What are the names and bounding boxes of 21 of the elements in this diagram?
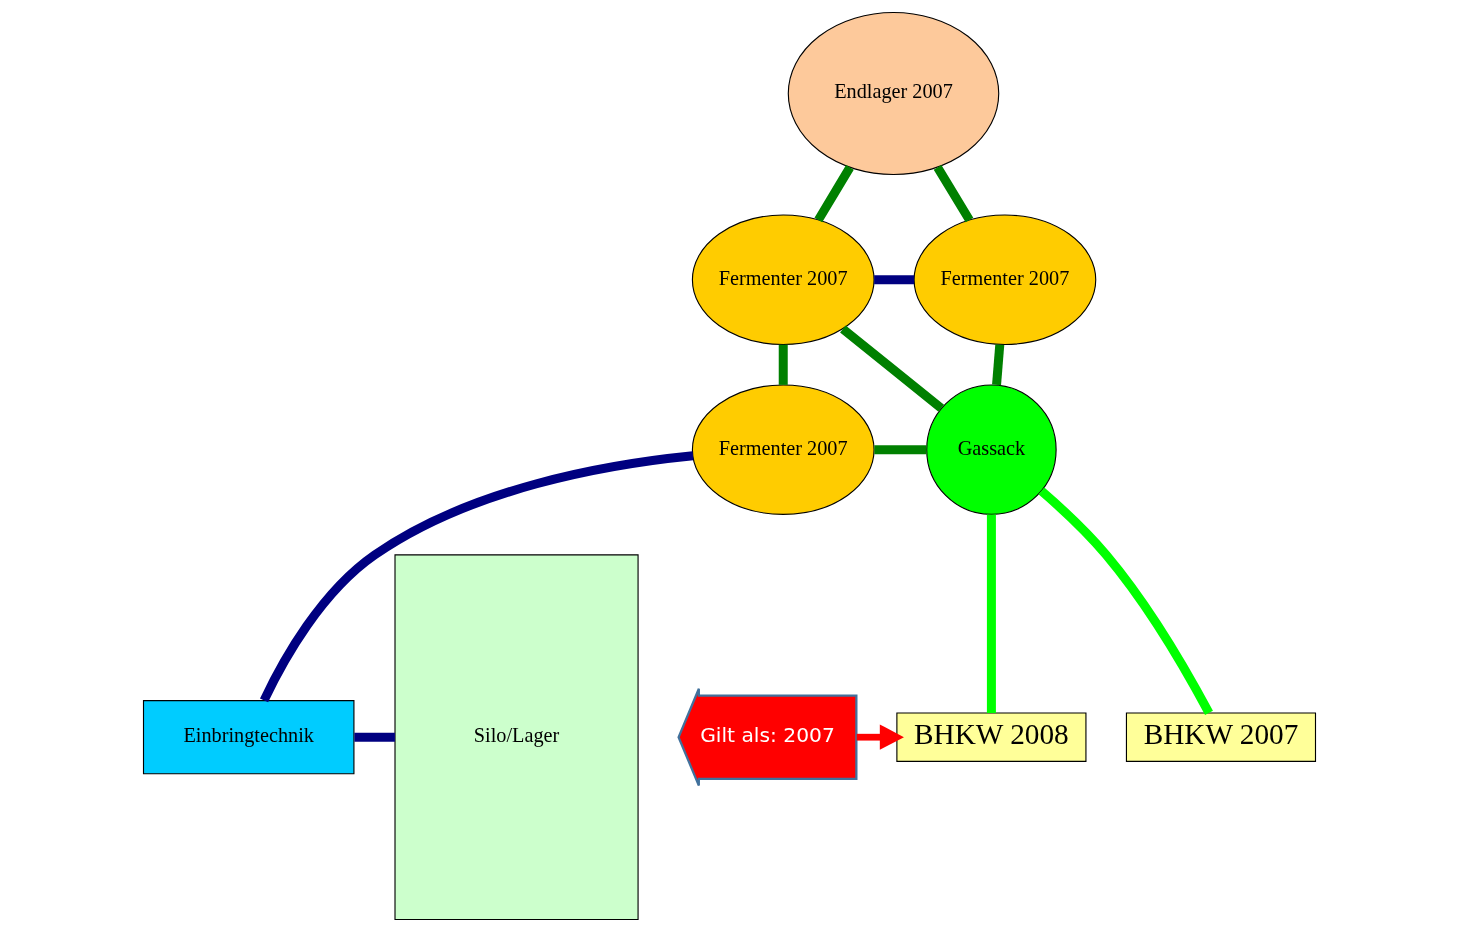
node-ellipse: Fermenter 2007	[691, 214, 875, 346]
node-circle: Gassack	[925, 384, 1057, 515]
connector	[986, 514, 996, 713]
node-ellipse: Endlager 2007	[787, 11, 999, 176]
connector	[873, 275, 914, 285]
connector	[991, 344, 1004, 386]
node-box: Silo/Lager	[393, 554, 639, 921]
node-ellipse: Fermenter 2007	[913, 214, 1096, 346]
connector	[259, 451, 693, 703]
node-ellipse: Fermenter 2007	[691, 384, 875, 515]
connector	[1037, 487, 1213, 716]
node-box: BHKW 2007	[1125, 712, 1316, 762]
connector	[353, 732, 395, 742]
arrow	[856, 724, 904, 750]
connector	[778, 344, 788, 385]
node-box: Einbringtechnik	[142, 700, 354, 775]
connector	[933, 165, 973, 223]
connector	[839, 325, 944, 412]
connector	[814, 165, 854, 223]
connector	[873, 445, 926, 455]
node-box: BHKW 2008	[895, 712, 1086, 762]
